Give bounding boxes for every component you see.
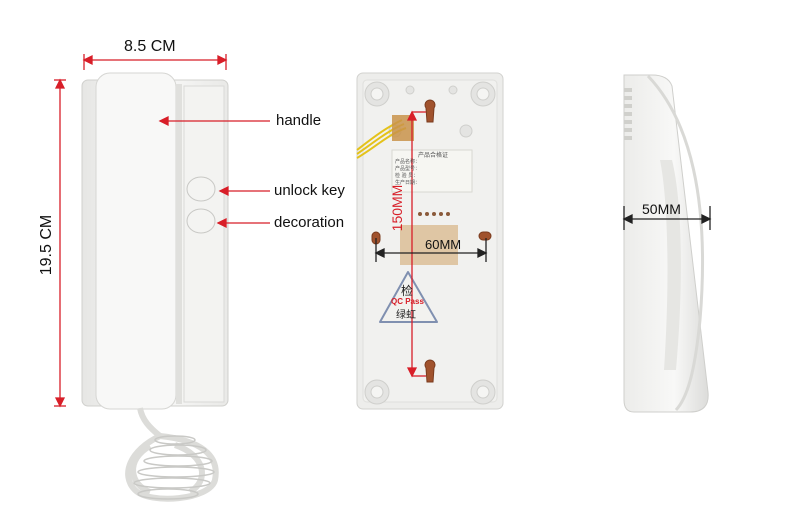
qc-bottom-chars: 绿虹 <box>396 310 416 321</box>
product-sticker-text: 产品合格证 产品名称： 产品型号： 检 验 员： 生产日期： <box>395 152 471 187</box>
side-view-intercom <box>623 74 709 413</box>
callout-arrows <box>158 115 270 229</box>
decoration-button <box>186 208 216 234</box>
tape-patch-lower <box>400 225 458 265</box>
sticker-line: 产品名称： <box>395 159 421 165</box>
hole-horizontal-dimension-label: 60MM <box>425 237 462 252</box>
sticker-header: 产品合格证 <box>417 152 448 159</box>
tape-patch <box>392 115 414 141</box>
side-handset-curve <box>646 74 705 412</box>
unlock-key-button <box>186 176 216 202</box>
handle-callout-label: handle <box>276 112 322 129</box>
speaker-holes <box>418 212 450 216</box>
unlock-key-callout-label: unlock key <box>274 182 345 199</box>
width-dimension-label: 8.5 CM <box>124 38 176 55</box>
coiled-cord-rings <box>133 435 215 500</box>
height-dimension-label: 19.5 CM <box>38 214 55 276</box>
width-dimension-line <box>82 54 228 70</box>
sticker-line: 产品型号： <box>395 166 421 172</box>
depth-dimension-line <box>622 206 712 230</box>
height-dimension-line <box>54 78 66 408</box>
back-view-intercom <box>356 72 504 410</box>
qc-pass-text: QC Pass <box>391 297 424 306</box>
qc-pass-badge-shape <box>379 271 438 323</box>
decoration-callout-label: decoration <box>274 214 345 231</box>
side-recess <box>660 160 681 370</box>
hole-vertical-dimension-line <box>406 110 426 378</box>
front-right-panel <box>183 85 225 403</box>
sticker-line: 检 验 员： <box>395 173 419 179</box>
product-sticker <box>391 149 473 193</box>
mounting-posts <box>364 81 496 405</box>
qc-top-char: 检 <box>401 284 414 298</box>
sticker-line: 生产日期： <box>395 180 421 186</box>
side-ribs <box>624 88 632 140</box>
front-view-intercom <box>81 72 229 502</box>
coiled-cord <box>125 407 219 502</box>
hole-horizontal-dimension-line <box>374 238 488 262</box>
side-body <box>623 74 709 413</box>
depth-dimension-label: 50MM <box>642 201 681 217</box>
keyhole-slots <box>371 99 492 383</box>
front-handset-shadow <box>176 84 182 404</box>
